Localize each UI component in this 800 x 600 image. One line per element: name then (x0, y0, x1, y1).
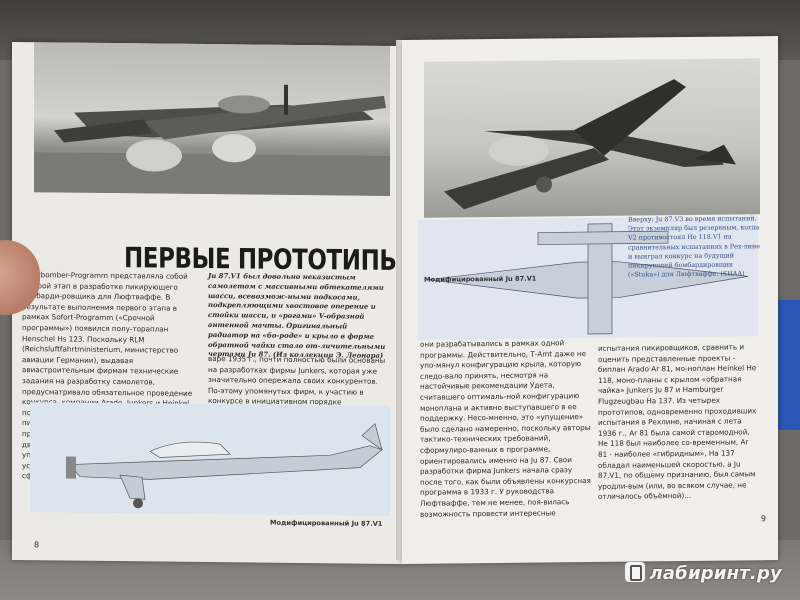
photo-caption-left: Ju 87.V1 был довольно неказистым самолет… (208, 272, 388, 362)
labirint-logo-icon (625, 562, 646, 582)
photo-caption-right: Вверху: Ju 87.V3 во время испытаний. Это… (628, 214, 762, 280)
right-body-text: они разрабатывались в рамках одной прогр… (420, 338, 591, 519)
photo-ju87-v3 (424, 58, 760, 218)
top-view-drawing (418, 216, 758, 340)
watermark-text: лабиринт.ру (649, 563, 782, 584)
caption-text: Ju 87.V1 был довольно неказистым самолет… (208, 272, 386, 361)
drawing-caption-right: Модифицированный Ju 87.V1 (424, 274, 537, 284)
aircraft-silhouette-right (444, 79, 736, 210)
aircraft-top-view (427, 223, 749, 335)
page-number-right: 9 (760, 514, 766, 524)
watermark: лабиринт.ру (625, 562, 782, 584)
right-text-column: они разрабатывались в рамках одной прогр… (420, 338, 592, 520)
aircraft-side-view (66, 423, 383, 509)
page-number-left: 8 (34, 540, 40, 550)
aircraft-silhouette-left (34, 84, 390, 196)
photo-ju87-v1 (34, 42, 390, 196)
right-page: Модифицированный Ju 87.V1 Вверху: Ju 87.… (402, 36, 778, 564)
side-view-drawing (30, 402, 390, 516)
left-page: ПЕРВЫЕ ПРОТОТИПЫ Sturzbomber-Programm пр… (12, 41, 402, 565)
right-body-text-2: испытания пикировщиков, сравнить и оцени… (598, 342, 757, 502)
right-text-column-2: испытания пикировщиков, сравнить и оцени… (598, 342, 758, 503)
drawing-caption-left: Модифицированный Ju 87.V1 (270, 518, 383, 528)
right-caption-text: Вверху: Ju 87.V3 во время испытаний. Это… (628, 214, 760, 279)
